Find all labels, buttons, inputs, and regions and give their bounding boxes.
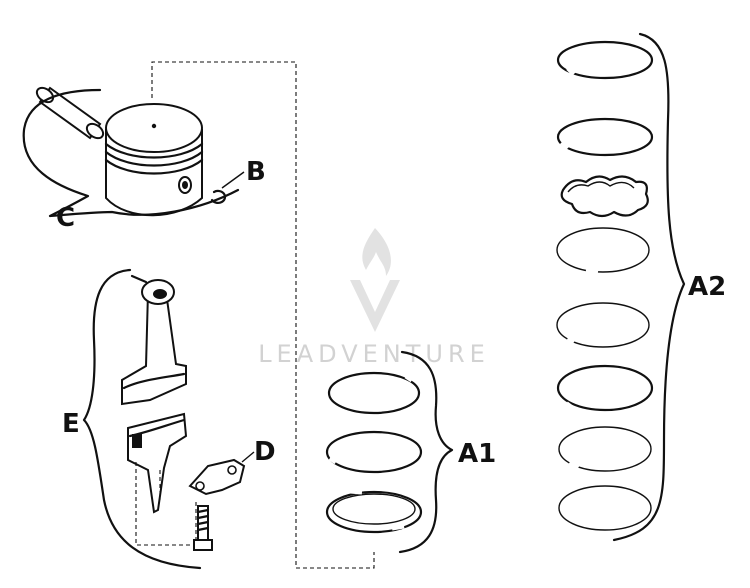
rod-cap: [127, 412, 188, 514]
piston: [104, 103, 204, 217]
bracket-e: [82, 268, 202, 570]
piston-ring: [556, 227, 650, 274]
callout-label-e: E: [62, 409, 80, 439]
piston-pin-circlip: [210, 189, 227, 204]
leader-line-b: [221, 171, 245, 189]
leader-line-d: [241, 451, 255, 463]
flame-v-logo-icon: [350, 228, 400, 332]
piston-ring: [558, 426, 652, 472]
piston-ring: [556, 302, 650, 348]
bracket-a1: [398, 350, 454, 554]
piston-ring: [325, 430, 423, 474]
connecting-rod-assembly: [82, 268, 255, 570]
watermark: LEADVENTURE: [258, 228, 490, 368]
piston-ring: [556, 117, 654, 157]
oil-ring-expander: [560, 175, 649, 218]
piston-ring: [558, 485, 652, 531]
bracket-a2: [612, 32, 686, 542]
bracket-c: [22, 88, 240, 218]
piston-pin: [35, 86, 105, 140]
ring-set-a1: [325, 350, 454, 554]
piston-assembly: [22, 86, 245, 218]
piston-ring: [556, 364, 654, 413]
connecting-rod: [121, 274, 187, 406]
rod-bolt-guide-dashed: [135, 462, 197, 546]
watermark-text: LEADVENTURE: [258, 340, 490, 368]
assembly-connector-dashed: [151, 61, 375, 569]
oil-control-ring: [325, 488, 423, 534]
callout-label-a2: A2: [688, 272, 726, 302]
piston-ring: [556, 40, 654, 80]
callout-label-d: D: [254, 437, 276, 467]
lock-plate: [188, 458, 246, 496]
callout-label-b: B: [246, 157, 266, 187]
rod-bolt: [193, 505, 213, 551]
ring-set-a2: [556, 32, 686, 542]
callout-label-a1: A1: [458, 439, 496, 469]
piston-ring: [327, 371, 421, 415]
callout-label-c: C: [56, 203, 75, 233]
